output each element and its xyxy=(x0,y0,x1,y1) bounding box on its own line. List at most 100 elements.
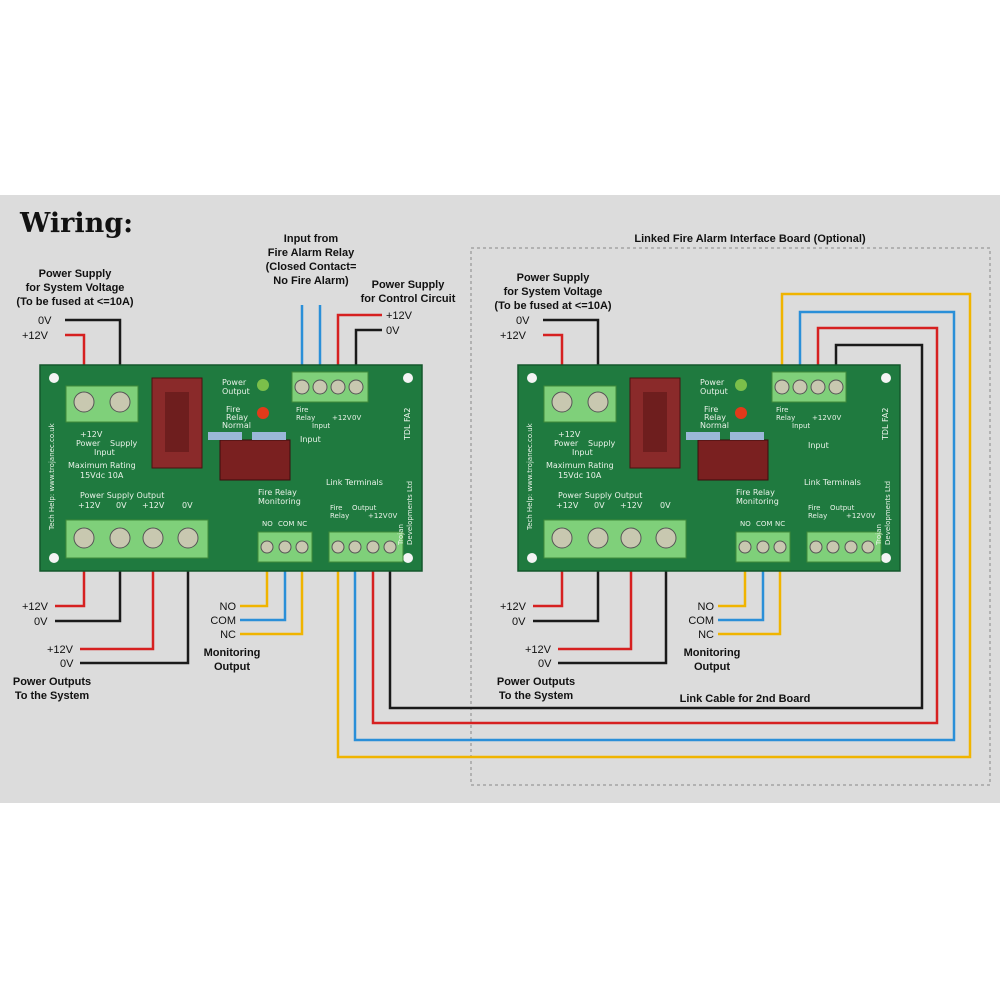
silk-link-term: 0V xyxy=(866,512,875,520)
silk-fire-relay-monitoring: Monitoring xyxy=(736,497,779,506)
b1-control-supply-label: for Control Circuit xyxy=(361,293,456,305)
b1-control-supply-label: Power Supply xyxy=(372,279,446,291)
power-led xyxy=(735,379,747,391)
terminal-screw xyxy=(551,391,573,413)
b1-supply-0v: 0V xyxy=(38,315,52,327)
silk-output-term: 0V xyxy=(594,501,605,510)
silk-fire-relay-monitoring: Monitoring xyxy=(258,497,301,506)
silk-link-terminals: Link Terminals xyxy=(326,478,383,487)
terminal-screw xyxy=(756,540,770,554)
silk-fire-relay-normal: Relay xyxy=(226,413,248,422)
monitoring-terminal xyxy=(257,531,313,563)
silk-output-term: +12V xyxy=(78,501,101,510)
b2-mon-com: COM xyxy=(688,615,714,627)
silk-link-term: Relay xyxy=(330,512,349,520)
silk-supply-input: Input xyxy=(572,448,593,457)
b2-mon-nc: NC xyxy=(698,629,714,641)
silk-power-supply-output: Power Supply Output xyxy=(558,491,642,500)
wire-b2-out2-0v xyxy=(558,555,668,665)
b1-outputs-label: Power Outputs xyxy=(13,676,91,688)
terminal-screw xyxy=(587,391,609,413)
resistor xyxy=(730,432,764,440)
output-terminal xyxy=(543,519,687,559)
wire-link-relay-b xyxy=(336,292,972,759)
b1-monitoring-label: Output xyxy=(214,661,250,673)
silk-max-rating: Maximum Rating xyxy=(546,461,614,470)
b1-control-12v: +12V xyxy=(386,310,413,322)
terminal-screw xyxy=(348,540,362,554)
silk-link-term: Fire xyxy=(330,504,343,512)
terminal-screw xyxy=(177,527,199,549)
silk-output-term: 0V xyxy=(116,501,127,510)
mount-hole xyxy=(881,373,891,383)
board-1-labels: Power Supply for System Voltage (To be f… xyxy=(13,233,456,702)
input-terminal xyxy=(291,371,369,403)
silk-output-term: +12V xyxy=(620,501,643,510)
silk-supply-input: +12V xyxy=(558,430,581,439)
silk-fire-relay-normal: Normal xyxy=(222,421,251,430)
silk-code: TDL FA2 xyxy=(881,408,890,441)
resistor xyxy=(208,432,242,440)
pcb-silkscreen: Power Output Fire Relay Normal +12V Powe… xyxy=(48,378,414,546)
b1-out1-12v: +12V xyxy=(22,601,49,613)
silk-power-output: Output xyxy=(700,387,728,396)
resistor xyxy=(252,432,286,440)
wire-link-relay-a xyxy=(353,310,956,742)
b2-out1-12v: +12V xyxy=(500,601,527,613)
wire-b1-mon-com xyxy=(240,560,287,622)
silk-supply-input: +12V xyxy=(80,430,103,439)
silk-mon-term: NO xyxy=(740,520,751,528)
terminal-screw xyxy=(294,379,310,395)
terminal-screw xyxy=(331,540,345,554)
terminal-screw xyxy=(773,540,787,554)
terminal-screw xyxy=(260,540,274,554)
silk-input-term: Fire xyxy=(296,406,309,414)
wire-b2-out2-12v xyxy=(558,555,633,651)
silk-link-term: +12V xyxy=(846,512,866,520)
b1-input-relay-label: Fire Alarm Relay xyxy=(268,247,355,259)
terminal-screw xyxy=(73,527,95,549)
optional-board-label: Linked Fire Alarm Interface Board (Optio… xyxy=(634,233,866,245)
optional-board-box xyxy=(470,247,991,786)
silk-max-rating: Maximum Rating xyxy=(68,461,136,470)
silk-input-term: Input xyxy=(312,422,330,430)
silk-max-rating: 15Vdc 10A xyxy=(558,471,602,480)
silk-output-term: 0V xyxy=(660,501,671,510)
silk-power-output: Power xyxy=(700,378,725,387)
terminal-screw xyxy=(366,540,380,554)
silk-input-word: Input xyxy=(808,441,829,450)
input-terminal xyxy=(771,371,847,403)
b2-mon-no: NO xyxy=(698,601,715,613)
pcb-board-1: Power Output Fire Relay Normal +12V Powe… xyxy=(39,364,423,572)
b2-outputs-label: To the System xyxy=(499,690,574,702)
silk-output-term: 0V xyxy=(182,501,193,510)
silk-supply-input: Power xyxy=(76,439,101,448)
terminal-screw xyxy=(330,379,346,395)
silk-power-output: Output xyxy=(222,387,250,396)
silk-input-term: Relay xyxy=(296,414,315,422)
terminal-screw xyxy=(738,540,752,554)
b2-system-supply-label: for System Voltage xyxy=(504,286,603,298)
terminal-screw xyxy=(587,527,609,549)
b1-out2-12v: +12V xyxy=(47,644,74,656)
mount-hole xyxy=(527,373,537,383)
silk-link-term: Relay xyxy=(808,512,827,520)
opto-relay xyxy=(697,439,769,481)
silk-link-term: 0V xyxy=(388,512,397,520)
wire-b2-mon-no xyxy=(718,560,747,608)
monitoring-terminal xyxy=(735,531,791,563)
mount-hole xyxy=(403,553,413,563)
silk-maker: Developments Ltd xyxy=(884,481,892,545)
opto-relay xyxy=(219,439,291,481)
silk-fire-relay-normal: Fire xyxy=(226,405,240,414)
terminal-screw xyxy=(774,379,790,395)
terminal-screw xyxy=(348,379,364,395)
terminal-screw xyxy=(620,527,642,549)
silk-input-term: Fire xyxy=(776,406,789,414)
wire-link-12v xyxy=(371,326,939,725)
terminal-screw xyxy=(278,540,292,554)
terminal-screw xyxy=(828,379,844,395)
silk-maker: Trojan xyxy=(875,524,883,546)
power-led xyxy=(257,379,269,391)
